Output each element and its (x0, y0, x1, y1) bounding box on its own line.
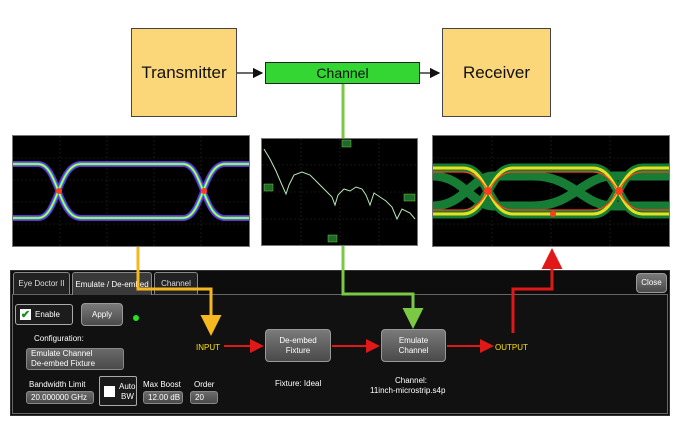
max-boost-field[interactable]: 12.00 dB (143, 391, 183, 404)
transmitter-label: Transmitter (141, 62, 227, 82)
deembed-fixture-button[interactable]: De-embed Fixture (265, 329, 331, 362)
max-boost-label: Max Boost (143, 380, 181, 389)
receiver-block: Receiver (442, 28, 551, 117)
max-boost-value: 12.00 dB (148, 393, 181, 402)
close-button-label: Close (641, 278, 662, 287)
tab-channel-label: Channel (161, 279, 191, 288)
enable-label: Enable (35, 310, 60, 319)
apply-button-label: Apply (91, 309, 112, 319)
input-label: INPUT (196, 343, 220, 352)
order-field[interactable]: 20 (190, 391, 218, 404)
tab-eye-doctor[interactable]: Eye Doctor II (13, 272, 70, 294)
transmitter-block: Transmitter (131, 28, 237, 117)
fixture-status-label: Fixture: Ideal (275, 379, 322, 388)
emulate-channel-label-1: Emulate (398, 335, 429, 345)
deembed-fixture-label-1: De-embed (279, 335, 317, 345)
auto-bw-label-line-2: BW (121, 392, 134, 401)
configuration-label: Configuration: (34, 334, 84, 343)
tab-eye-doctor-label: Eye Doctor II (18, 279, 65, 288)
input-eye-diagram (13, 136, 249, 246)
auto-bw-group[interactable]: Auto BW (99, 376, 137, 406)
channel-caption-label: Channel: (395, 376, 428, 385)
output-label: OUTPUT (495, 343, 528, 352)
bandwidth-limit-field[interactable]: 20.000000 GHz (26, 391, 94, 404)
emulate-channel-label-2: Channel (398, 345, 429, 355)
bandwidth-limit-label: Bandwidth Limit (29, 380, 86, 389)
input-eye-scope (12, 135, 250, 247)
configuration-select[interactable]: Emulate Channel De-embed Fixture (26, 348, 124, 370)
output-eye-diagram (432, 136, 669, 246)
enable-checkbox[interactable]: ✔ (20, 309, 31, 321)
channel-label: Channel (316, 65, 369, 81)
auto-bw-checkbox[interactable] (104, 386, 115, 397)
bandwidth-limit-value: 20.000000 GHz (31, 393, 88, 402)
auto-bw-label-line-1: Auto (119, 382, 136, 391)
close-button[interactable]: Close (636, 273, 667, 293)
receiver-label: Receiver (462, 62, 531, 82)
apply-button[interactable]: Apply (81, 303, 123, 326)
configuration-value-line-1: Emulate Channel (31, 349, 93, 358)
configuration-value-line-2: De-embed Fixture (31, 359, 96, 368)
channel-file-label: 11inch-microstrip.s4p (370, 386, 446, 395)
output-eye-scope (432, 135, 670, 247)
channel-response-scope (261, 138, 418, 246)
tab-emulate-deembed-label: Emulate / De-embed (75, 279, 149, 289)
tab-emulate-deembed[interactable]: Emulate / De-embed (72, 272, 152, 295)
channel-block: Channel (265, 62, 420, 84)
channel-frequency-plot (262, 139, 417, 245)
emulate-channel-button[interactable]: Emulate Channel (381, 329, 446, 362)
order-value: 20 (195, 393, 204, 402)
order-label: Order (194, 380, 215, 389)
enable-checkbox-group[interactable]: ✔ Enable (15, 304, 73, 325)
deembed-fixture-label-2: Fixture (285, 345, 311, 355)
status-led-icon (133, 315, 139, 321)
tab-channel[interactable]: Channel (154, 272, 198, 294)
